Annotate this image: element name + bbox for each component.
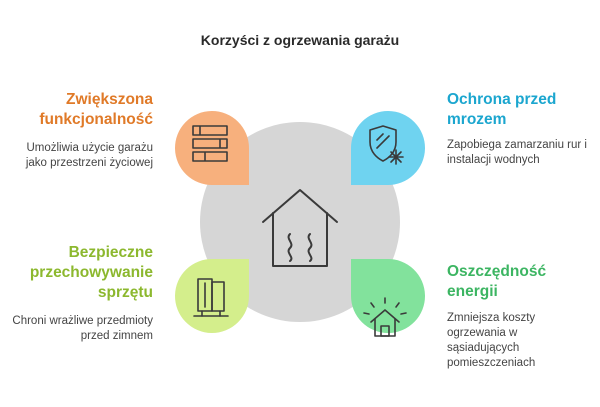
heading-frost-protection: Ochrona przed mrozem <box>447 91 557 128</box>
description-frost-protection: Zapobiega zamarzaniu rur i instalacji wo… <box>447 139 587 166</box>
description-increased-functionality: Umożliwia użycie garażu jako przestrzeni… <box>25 142 153 169</box>
sunny-house-icon <box>363 297 407 337</box>
petal-bottom-right <box>351 258 425 333</box>
storage-cabinet-icon <box>193 278 229 317</box>
heated-house-icon <box>262 189 338 267</box>
heading-increased-functionality: Zwiększona funkcjonalność <box>39 91 153 128</box>
description-safe-storage: Chroni wrażliwe przedmioty przed zimnem <box>12 315 153 342</box>
heading-safe-storage: Bezpieczne przechowywanie sprzętu <box>29 244 153 301</box>
heading-energy-saving: Oszczędność energii <box>447 263 547 300</box>
layers-icon <box>192 125 228 162</box>
petal-top-right <box>351 111 425 186</box>
page-title: Korzyści z ogrzewania garażu <box>200 32 400 48</box>
center-circle <box>200 122 400 322</box>
description-energy-saving: Zmniejsza koszty ogrzewania w sąsiadując… <box>447 312 536 369</box>
shield-snowflake-icon <box>369 125 404 165</box>
